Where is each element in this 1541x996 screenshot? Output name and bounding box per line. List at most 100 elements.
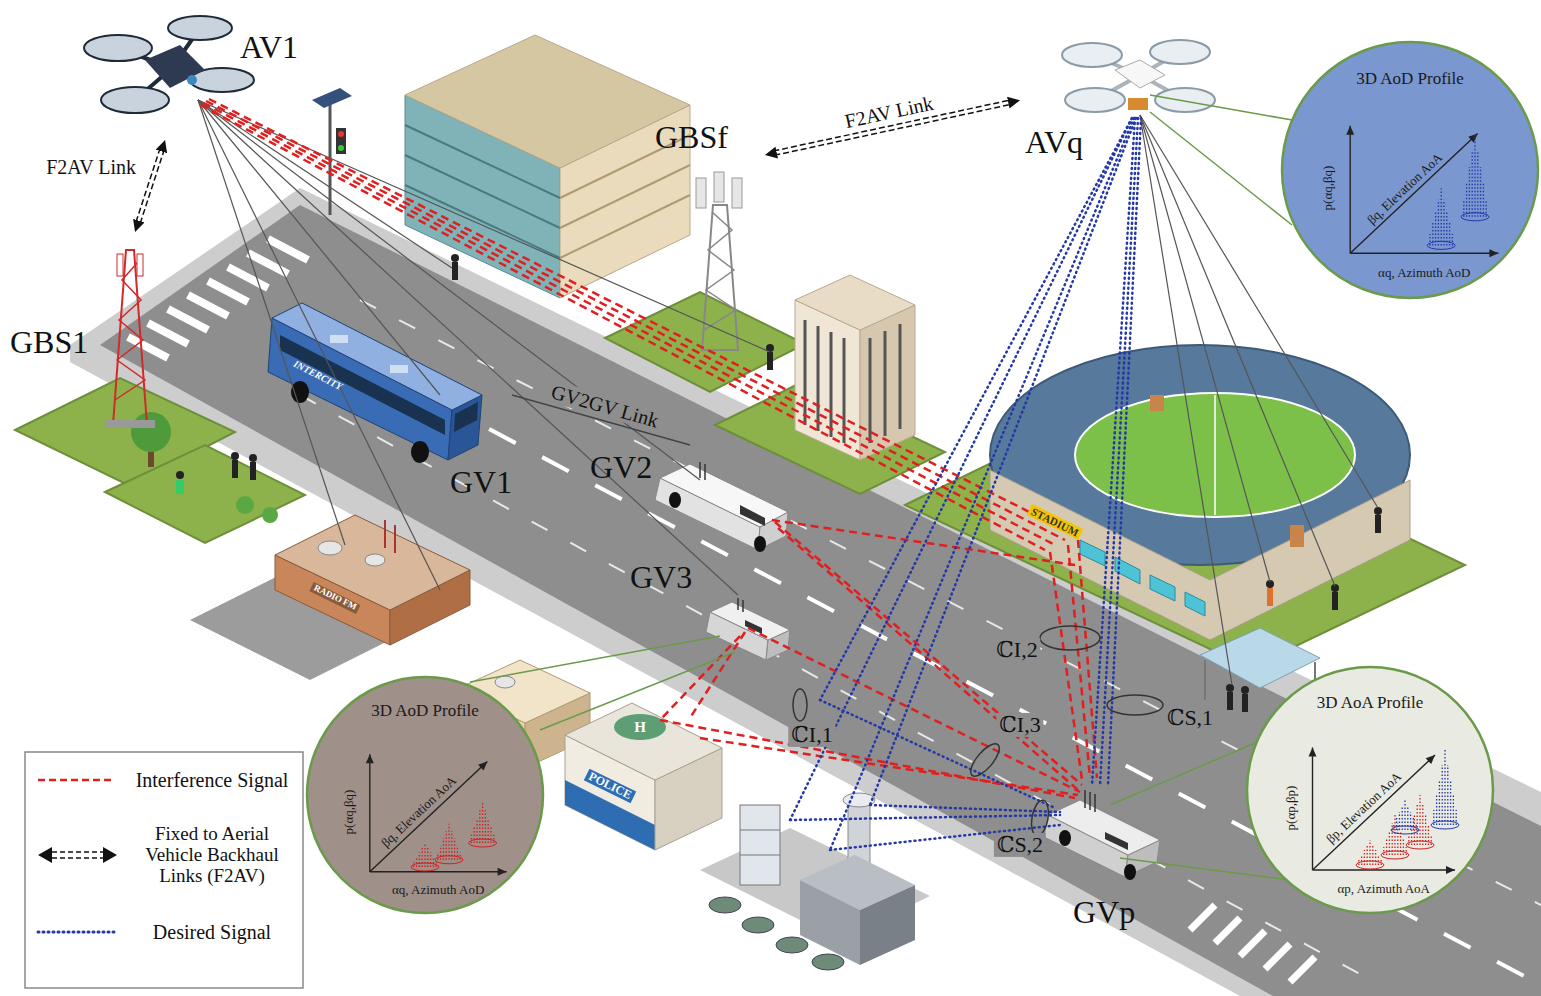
spike-line: [1441, 188, 1442, 245]
spike-line: [1450, 780, 1451, 825]
spike-line: [1435, 211, 1436, 245]
axis-label: αq, Azimuth AoD: [392, 883, 484, 897]
radio-station: [190, 515, 470, 680]
connector: [135, 140, 165, 232]
spike-line: [1431, 835, 1432, 845]
legend-text: Interference Signal: [127, 769, 297, 791]
axis-line: [369, 754, 370, 872]
link-label: F2AV Link: [43, 156, 139, 178]
spike-line: [424, 843, 425, 867]
spike-line: [1444, 750, 1445, 825]
spike-line: [1413, 818, 1414, 830]
entity-label-box: AVq: [1020, 30, 1215, 160]
spike-line: [1425, 815, 1426, 845]
axis-line: [1313, 869, 1456, 870]
entity-label-box: GV3: [625, 555, 795, 665]
traffic-light: [312, 88, 352, 215]
spike-line: [490, 827, 491, 843]
limousine: [655, 462, 788, 552]
axis-arrowhead: [1309, 748, 1317, 757]
entity-name: GV1: [450, 465, 512, 500]
axis-label: p(αq,βq): [342, 789, 356, 834]
spike-line: [479, 810, 480, 843]
spike-line: [1364, 850, 1365, 865]
spike-line: [1469, 167, 1470, 217]
axis-line: [1350, 252, 1498, 253]
link-label: GV2GV Link: [546, 379, 664, 432]
spike-line: [1443, 200, 1444, 246]
entity-label-box: AV1: [95, 22, 310, 140]
entity-label-box: GV2: [585, 445, 795, 555]
spike-line: [1369, 840, 1370, 865]
spike-line: [430, 853, 431, 867]
spike-line: [1393, 824, 1394, 830]
spike-line: [1466, 184, 1467, 217]
spike-line: [1375, 850, 1376, 865]
spike-line: [1394, 815, 1395, 855]
spike-line: [427, 848, 428, 867]
entity-name: AVq: [1025, 125, 1083, 160]
spike-line: [1483, 184, 1484, 217]
cluster-label: ℂS,2: [994, 833, 1046, 857]
spike-line: [471, 835, 472, 843]
spike-line: [1428, 825, 1429, 845]
inset-circle: [307, 677, 543, 913]
spike-line: [1474, 134, 1475, 217]
police-building: [565, 703, 722, 850]
spike-line: [1422, 805, 1423, 845]
axis-line: [370, 871, 507, 872]
spike-line: [1403, 839, 1404, 855]
drone: [84, 16, 254, 113]
axis-arrowhead: [1446, 866, 1455, 874]
helipad-mark: H: [631, 719, 649, 736]
spike-line: [1433, 810, 1434, 825]
axis-arrowhead: [1468, 134, 1477, 143]
spike-line: [1383, 847, 1384, 855]
spike-line: [1417, 805, 1418, 845]
spike-line: [1361, 855, 1362, 865]
spike-line: [1402, 806, 1403, 830]
spike-line: [413, 862, 414, 867]
axis-line: [1349, 126, 1350, 253]
spike-line: [1463, 200, 1464, 217]
building-sign: STADIUM: [1027, 504, 1084, 540]
axis-label: p(αp,βp): [1284, 785, 1298, 830]
spike-line: [1438, 200, 1439, 246]
axis-label: αq, Azimuth AoD: [1378, 266, 1470, 280]
spike-line: [474, 827, 475, 843]
spike-line: [1472, 150, 1473, 217]
spike-line: [1410, 812, 1411, 830]
spike-line: [433, 857, 434, 867]
cluster-label: ℂI,1: [788, 723, 835, 747]
interference-signal: [200, 99, 1097, 798]
desired-signal: [790, 118, 1141, 850]
stadium: [990, 345, 1410, 640]
spike-line: [460, 853, 461, 860]
spike-line: [1367, 845, 1368, 865]
spike-line: [1452, 234, 1453, 245]
spike-line: [1446, 211, 1447, 245]
spike-line: [1414, 815, 1415, 845]
spike-line: [1397, 823, 1398, 855]
spike-line: [416, 857, 417, 867]
entity-label-box: GBSf: [645, 115, 765, 355]
spike-line: [1396, 818, 1397, 830]
spike-line: [476, 819, 477, 843]
spike-line: [1442, 765, 1443, 825]
drone: [1062, 40, 1215, 112]
axis-label: p(αq,βq): [1321, 166, 1335, 211]
spike-line: [451, 831, 452, 860]
axis-line: [1312, 748, 1313, 871]
entity-name: GBS1: [10, 325, 88, 360]
building-sign: RADIO FM: [309, 582, 360, 614]
spike-line: [1389, 831, 1390, 855]
spike-line: [1447, 765, 1448, 825]
axis-arrowhead: [1489, 249, 1498, 257]
spike-line: [1381, 860, 1382, 865]
spike-line: [1399, 812, 1400, 830]
vehicle-sign: INTERCITY: [289, 357, 347, 394]
base-station-tower: [105, 250, 155, 428]
inset-circle: [1247, 667, 1493, 913]
axis-arrowhead: [498, 868, 507, 876]
